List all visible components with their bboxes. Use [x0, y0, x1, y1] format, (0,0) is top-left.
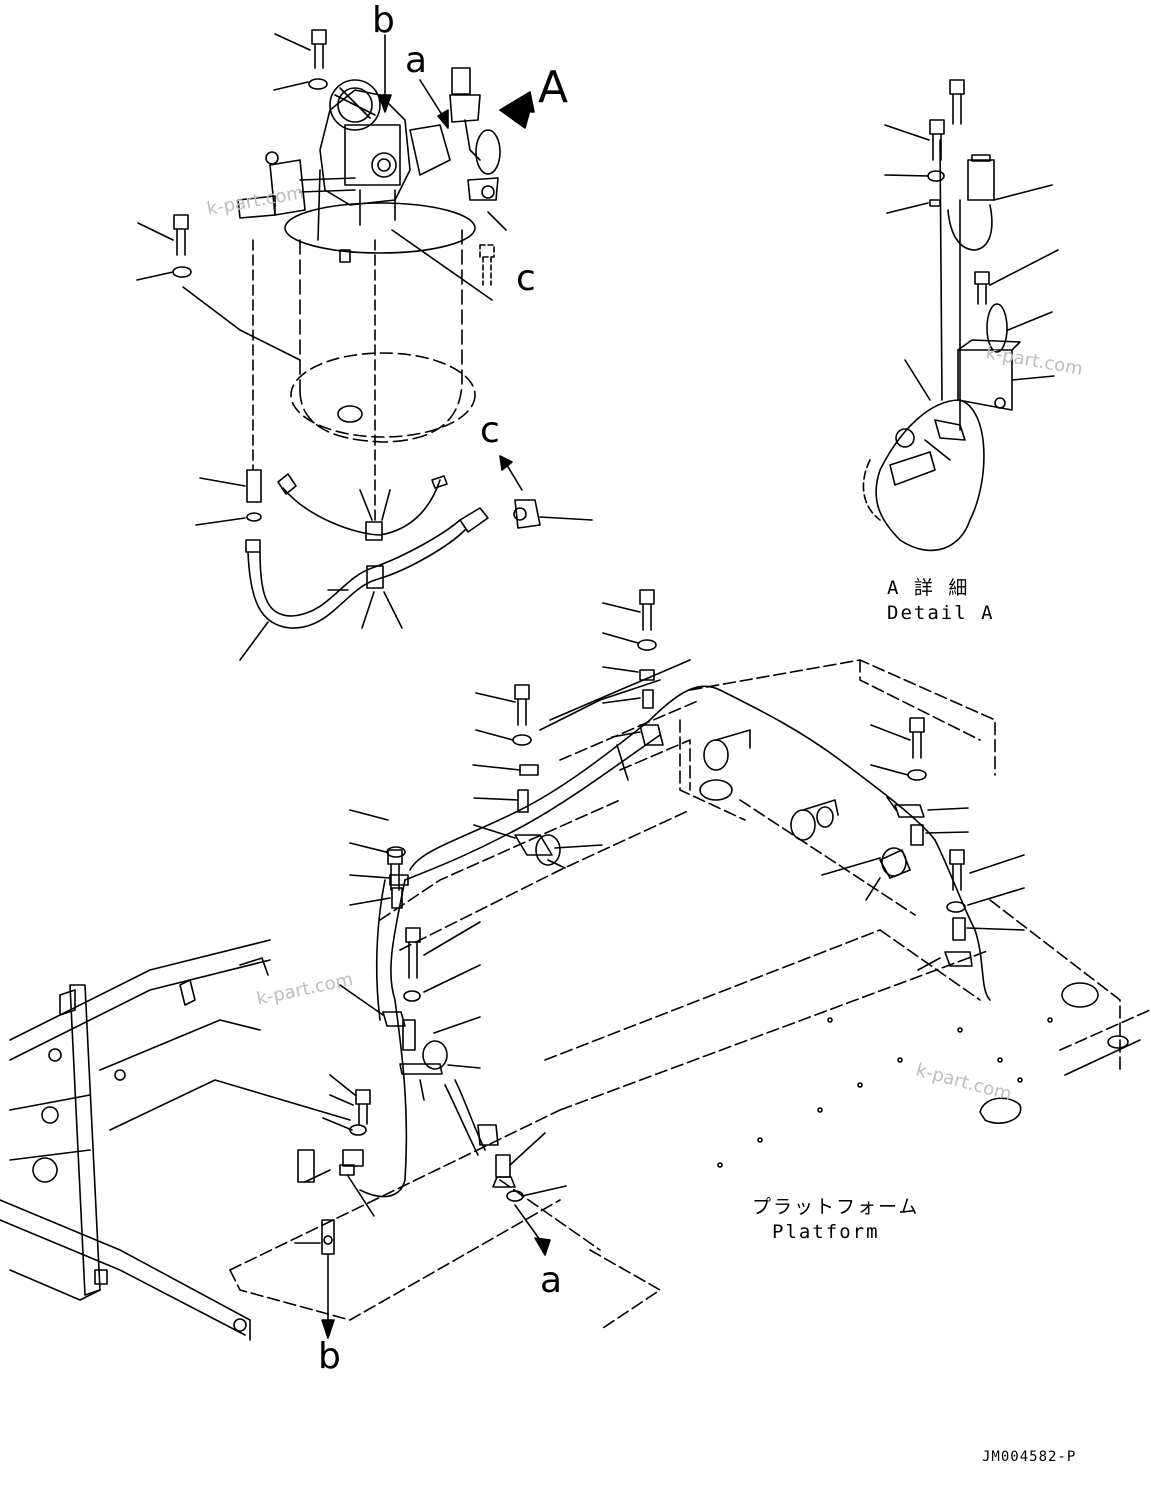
label-A-view: A — [538, 62, 568, 113]
detail-caption-jp: A 詳 細 — [887, 577, 969, 599]
label-group: b a A c c a b A 詳 細 Detail A プラットフォーム Pl… — [205, 0, 1084, 1465]
watermark-3: k-part.com — [255, 969, 355, 1010]
hose-group — [195, 469, 489, 661]
watermark-4: k-part.com — [914, 1060, 1014, 1106]
platform-caption-jp: プラットフォーム — [752, 1196, 919, 1218]
machine-frame-left — [0, 939, 351, 1341]
label-a-top: a — [405, 40, 427, 81]
detail-a-drawing — [862, 79, 1059, 552]
watermark-2: k-part.com — [984, 342, 1084, 380]
label-c-mid: c — [480, 410, 500, 451]
label-b-top: b — [372, 0, 395, 41]
label-b-bottom: b — [318, 1336, 341, 1377]
drawing-id: JM004582-P — [982, 1449, 1076, 1465]
elbow-fitting-c — [499, 455, 593, 529]
watermark-1: k-part.com — [205, 182, 305, 220]
label-c-top: c — [516, 258, 536, 299]
label-a-bottom: a — [540, 1260, 562, 1301]
tank-assembly — [136, 29, 507, 526]
detail-caption-en: Detail A — [887, 602, 995, 624]
platform-frame — [229, 659, 1151, 1331]
direction-arrows-top — [378, 34, 535, 129]
clamp-stacks — [294, 589, 1025, 1339]
pipe-run — [359, 659, 991, 1198]
platform-caption-en: Platform — [772, 1221, 880, 1243]
